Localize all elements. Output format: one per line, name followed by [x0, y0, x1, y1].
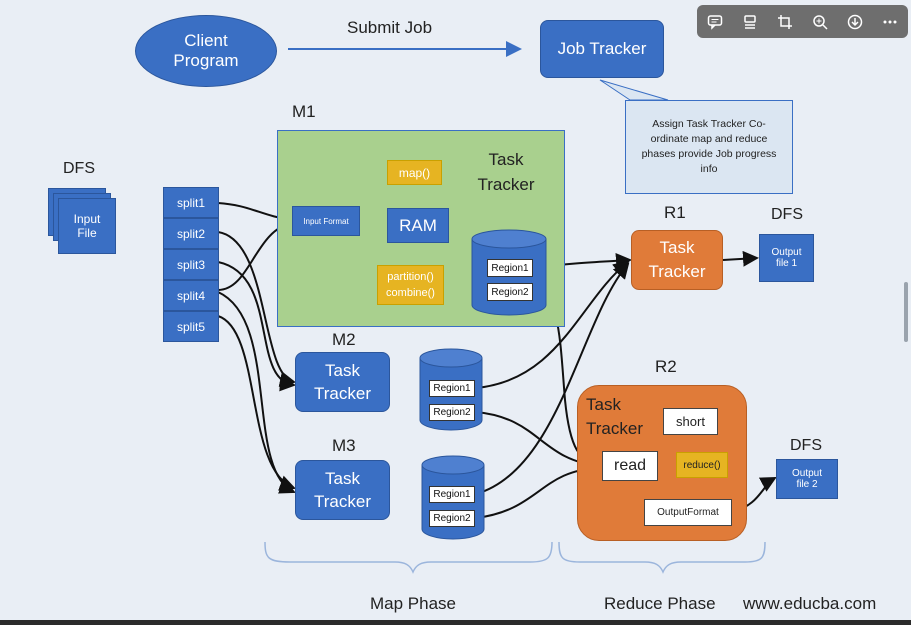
m1-partition-combine: partition() combine() [377, 265, 444, 305]
m2-label: M2 [332, 330, 356, 349]
m1-map-function: map() [387, 160, 442, 185]
crop-icon[interactable] [772, 9, 798, 35]
r1-dfs-label: DFS [771, 206, 803, 223]
split-4: split4 [163, 280, 219, 311]
r1-label: R1 [664, 203, 686, 222]
scrollbar[interactable] [904, 282, 908, 342]
m1-ram: RAM [387, 208, 449, 243]
zoom-in-icon[interactable] [807, 9, 833, 35]
more-icon[interactable] [877, 9, 903, 35]
m3-region1: Region1 [429, 486, 475, 503]
m1-region1: Region1 [487, 259, 533, 277]
m1-label: M1 [292, 102, 316, 121]
r2-read: read [602, 451, 658, 481]
download-icon[interactable] [842, 9, 868, 35]
m3-label: M3 [332, 436, 356, 455]
output-file-1: Output file 1 [759, 234, 814, 282]
m2-task-tracker: Task Tracker [295, 352, 390, 412]
r1-task-tracker: Task Tracker [631, 230, 723, 290]
submit-job-label: Submit Job [347, 18, 433, 37]
m1-input-format: Input Format [292, 206, 360, 236]
watermark: www.educba.com [743, 594, 877, 613]
split-2: split2 [163, 218, 219, 249]
comment-icon[interactable] [702, 9, 728, 35]
map-phase-label: Map Phase [370, 594, 456, 613]
split-3: split3 [163, 249, 219, 280]
m3-region2: Region2 [429, 510, 475, 527]
r2-dfs-label: DFS [790, 437, 822, 454]
m3-task-tracker: Task Tracker [295, 460, 390, 520]
text-icon[interactable] [737, 9, 763, 35]
m2-region2: Region2 [429, 404, 475, 421]
r2-reduce: reduce() [676, 452, 728, 478]
split-list: split1 split2 split3 split4 split5 [163, 187, 219, 342]
m2-region1: Region1 [429, 380, 475, 397]
m1-region2: Region2 [487, 283, 533, 301]
dfs-left-label: DFS [63, 160, 95, 177]
r2-label: R2 [655, 357, 677, 376]
r2-task-tracker-label: Task Tracker [586, 395, 643, 438]
bottom-divider [0, 620, 911, 625]
m1-task-tracker-label: Task Tracker [477, 150, 535, 194]
r2-output-format: OutputFormat [644, 499, 732, 526]
reduce-phase-label: Reduce Phase [604, 594, 716, 613]
job-tracker-note: Assign Task Tracker Co-ordinate map and … [625, 100, 793, 194]
input-file: Input File [58, 198, 116, 254]
r2-short: short [663, 408, 718, 435]
split-1: split1 [163, 187, 219, 218]
output-file-2: Output file 2 [776, 459, 838, 499]
job-tracker: Job Tracker [540, 20, 664, 78]
client-program: Client Program [135, 15, 277, 87]
split-5: split5 [163, 311, 219, 342]
image-toolbar [697, 5, 908, 38]
